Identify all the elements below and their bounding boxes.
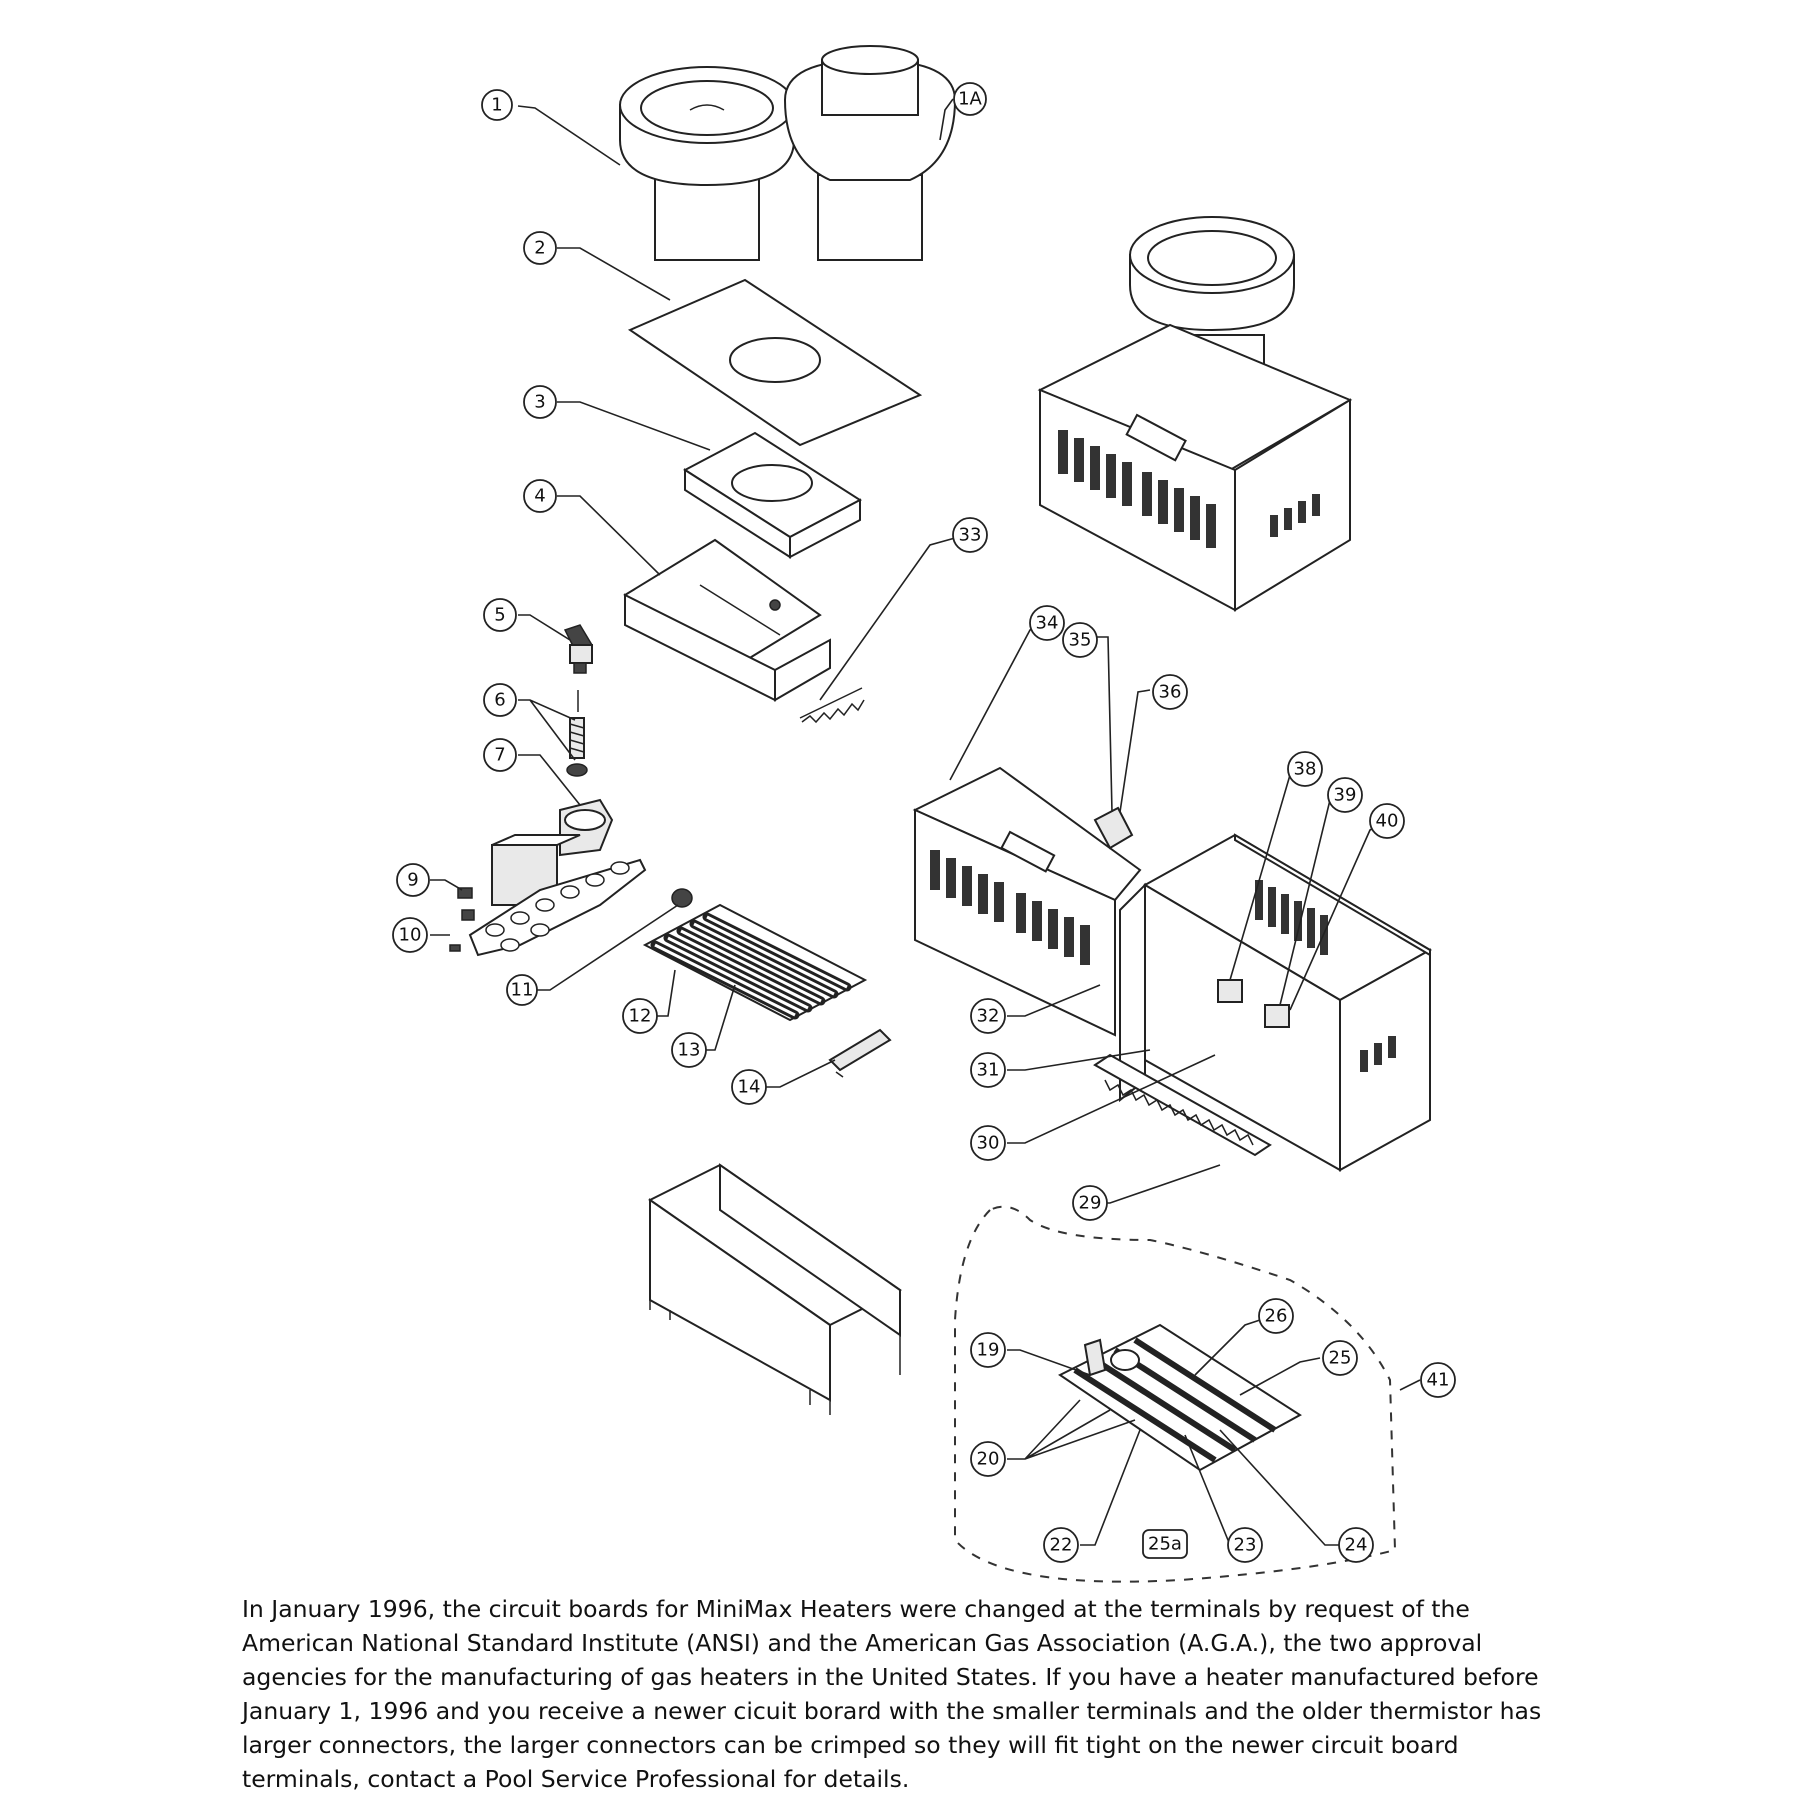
callout-23-label: 23: [1234, 1535, 1257, 1556]
callout-14-label: 14: [738, 1077, 761, 1098]
callout-4-label: 4: [534, 486, 545, 507]
callout-36-label: 36: [1159, 682, 1182, 703]
callout-34-label: 34: [1036, 613, 1059, 634]
baffle-strip-part-33: [799, 687, 865, 724]
callout-1: 1: [481, 89, 513, 121]
callout-33: 33: [952, 517, 988, 553]
top-plate-part-2: [627, 278, 923, 447]
screw-spring-part-6: [566, 690, 588, 777]
burner-tray-kit-part-41: [954, 1205, 1397, 1583]
assembled-heater-view: [1037, 216, 1353, 612]
callout-41: 41: [1420, 1362, 1456, 1398]
callout-19-label: 19: [977, 1340, 1000, 1361]
vent-cap-part-1: [619, 66, 795, 261]
callout-31-label: 31: [977, 1060, 1000, 1081]
callout-35-label: 35: [1069, 630, 1092, 651]
callout-7-label: 7: [494, 745, 505, 766]
callout-9-label: 9: [407, 870, 418, 891]
flue-collector-part-4: [623, 538, 831, 702]
callout-25: 25: [1322, 1340, 1358, 1376]
gas-valve-manifold-part-7: [449, 798, 647, 957]
callout-13-label: 13: [678, 1040, 701, 1061]
callout-32: 32: [970, 998, 1006, 1034]
callout-19: 19: [970, 1332, 1006, 1368]
callout-20: 20: [970, 1441, 1006, 1477]
callout-11-label: 11: [511, 980, 534, 1001]
callout-10-label: 10: [399, 925, 422, 946]
callout-32-label: 32: [977, 1006, 1000, 1027]
callout-4: 4: [523, 479, 557, 513]
vent-cap-part-1a: [783, 45, 957, 261]
callout-1-label: 1: [491, 95, 502, 116]
callout-38: 38: [1287, 751, 1323, 787]
base-frame: [648, 1163, 902, 1415]
callout-33-label: 33: [959, 525, 982, 546]
callout-5: 5: [483, 598, 517, 632]
collar-plate-part-3: [683, 431, 862, 559]
callout-29: 29: [1072, 1185, 1108, 1221]
callout-1a-label: 1A: [958, 89, 982, 110]
callout-3: 3: [523, 385, 557, 419]
callout-39-label: 39: [1334, 785, 1357, 806]
fitting-part-5: [563, 624, 594, 674]
callout-24: 24: [1338, 1527, 1374, 1563]
callout-9: 9: [396, 863, 430, 897]
callout-25a: 25a: [1142, 1529, 1188, 1559]
callout-35: 35: [1062, 622, 1098, 658]
callout-30: 30: [970, 1125, 1006, 1161]
cabinet-assembly: [1093, 833, 1433, 1172]
callout-22: 22: [1043, 1527, 1079, 1563]
exploded-parts-diagram: 1 1A 2 3 4 5 6 7 9 10 11 12 13 14 19 20 …: [392, 45, 1456, 1583]
callout-14: 14: [731, 1069, 767, 1105]
callout-12: 12: [622, 998, 658, 1034]
callout-2-label: 2: [534, 238, 545, 259]
callout-26-label: 26: [1265, 1306, 1288, 1327]
callout-38-label: 38: [1294, 759, 1317, 780]
callout-7: 7: [483, 738, 517, 772]
callout-11: 11: [506, 974, 538, 1006]
callout-36: 36: [1152, 674, 1188, 710]
callout-6: 6: [483, 683, 517, 717]
callout-31: 31: [970, 1052, 1006, 1088]
callout-6-label: 6: [494, 690, 505, 711]
callout-5-label: 5: [494, 605, 505, 626]
callout-25a-label: 25a: [1148, 1534, 1182, 1555]
callout-26: 26: [1258, 1298, 1294, 1334]
callout-34: 34: [1029, 605, 1065, 641]
callout-39: 39: [1327, 777, 1363, 813]
control-board-part-36: [1093, 806, 1134, 850]
callout-12-label: 12: [629, 1006, 652, 1027]
callout-30-label: 30: [977, 1133, 1000, 1154]
callout-25-label: 25: [1329, 1348, 1352, 1369]
callout-13: 13: [671, 1032, 707, 1068]
callout-10: 10: [392, 917, 428, 953]
callout-29-label: 29: [1079, 1193, 1102, 1214]
front-panel-part-34: [912, 766, 1142, 1037]
callout-22-label: 22: [1050, 1535, 1073, 1556]
callout-2: 2: [523, 231, 557, 265]
heat-exchanger-part-13: [642, 888, 892, 1078]
callout-24-label: 24: [1345, 1535, 1368, 1556]
callout-40-label: 40: [1376, 811, 1399, 832]
callout-23: 23: [1227, 1527, 1263, 1563]
callout-20-label: 20: [977, 1449, 1000, 1470]
callout-1a: 1A: [953, 82, 987, 116]
callout-41-label: 41: [1427, 1370, 1450, 1391]
caption-note: In January 1996, the circuit boards for …: [242, 1595, 1542, 1793]
callout-3-label: 3: [534, 392, 545, 413]
callout-40: 40: [1369, 803, 1405, 839]
